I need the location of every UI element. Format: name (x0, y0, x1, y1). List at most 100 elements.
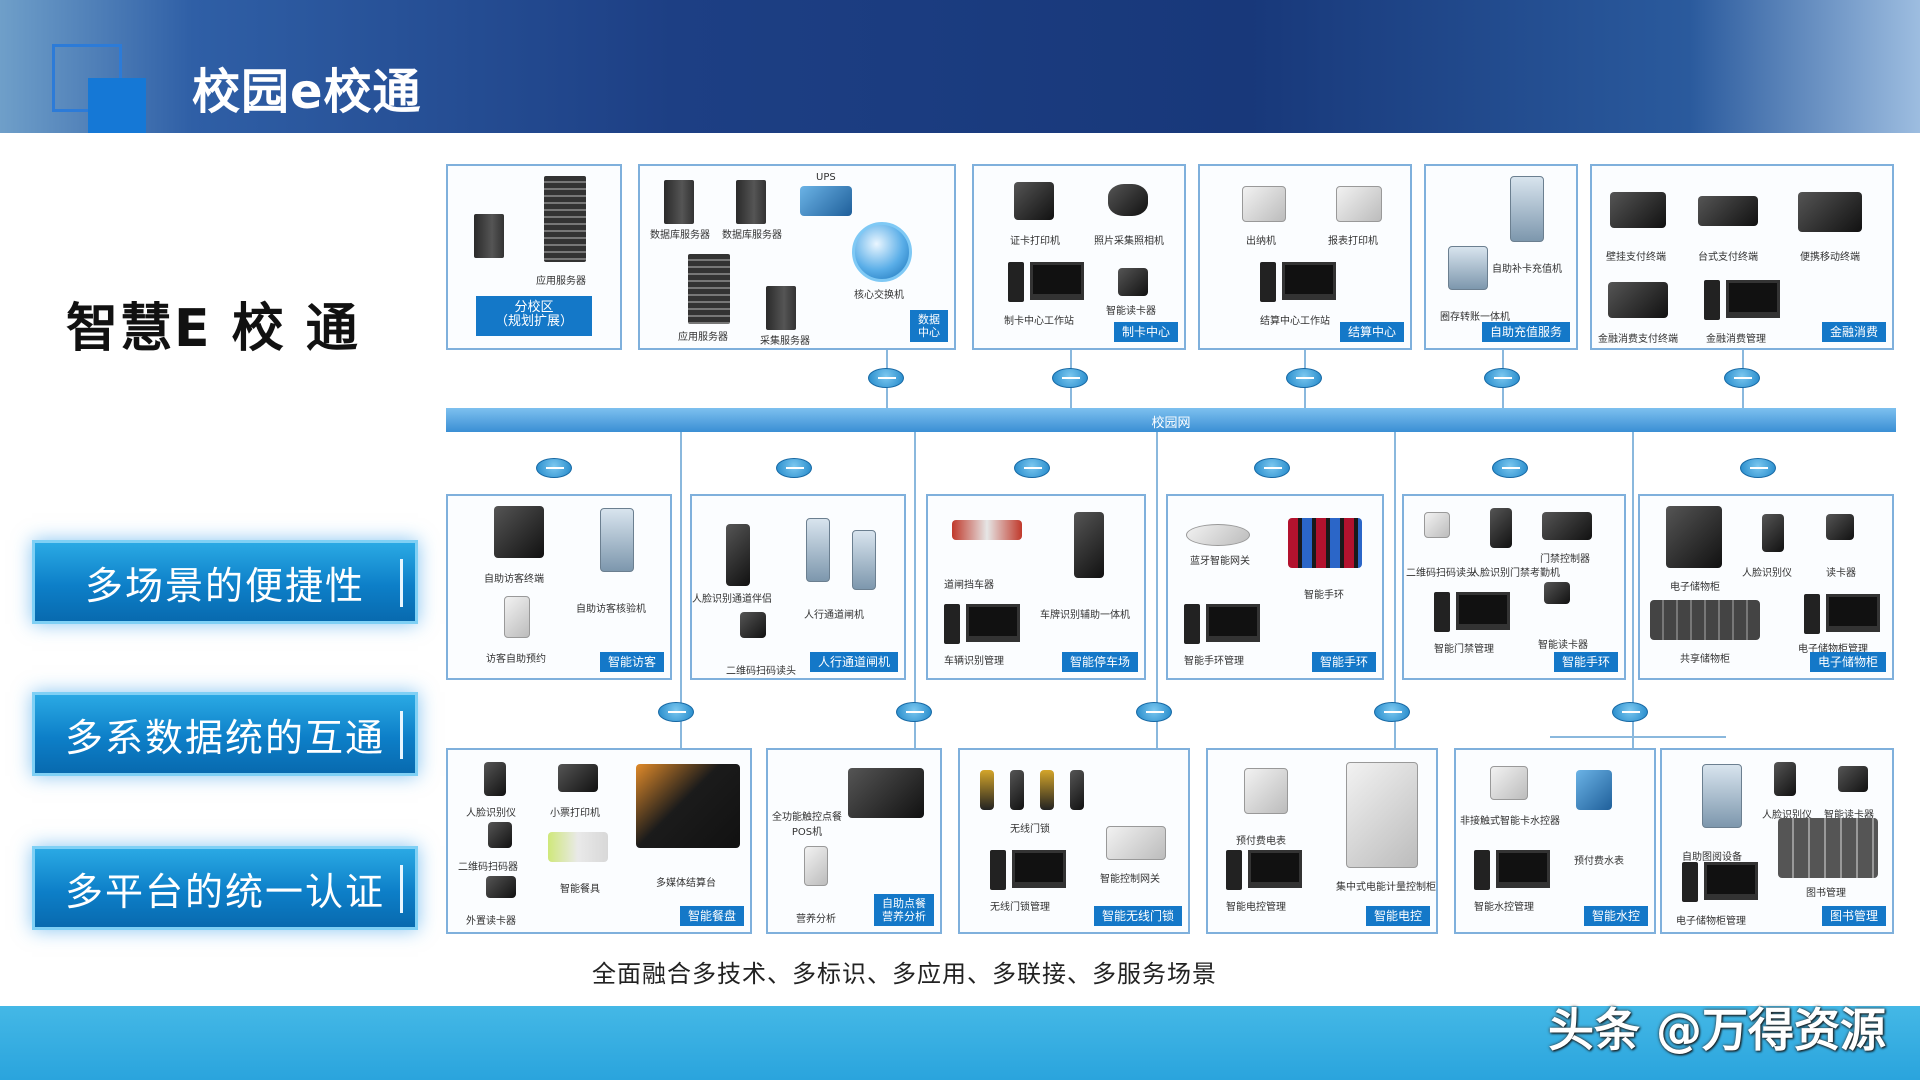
device-label: 访客自助预约 (486, 650, 546, 665)
device-label: 金融消费支付终端 (1598, 330, 1678, 345)
tag-smart-wireless-lock[interactable]: 智能无线门锁 (1094, 906, 1182, 926)
watermark: 头条 @万得资源 (1548, 994, 1886, 1060)
electric-meter-icon (1244, 768, 1288, 814)
device-label: 蓝牙智能网关 (1190, 552, 1250, 567)
device-label: 无线门锁管理 (990, 898, 1050, 913)
transfer-terminal-icon (1448, 246, 1488, 290)
gateway-router-icon (1106, 826, 1166, 860)
device-label: 门禁控制器 (1540, 550, 1590, 565)
door-lock-icon (980, 770, 994, 810)
pc-tower-icon (1704, 280, 1720, 320)
report-printer-icon (1336, 186, 1382, 222)
tag-smart-visitor[interactable]: 智能访客 (600, 652, 664, 672)
device-label: 非接触式智能卡水控器 (1460, 812, 1560, 827)
pc-tower-icon (1804, 594, 1820, 634)
device-label: 结算中心工作站 (1260, 312, 1330, 327)
box-smart-visitor: 自助访客终端 自助访客核验机 访客自助预约 智能访客 (446, 494, 672, 680)
network-diagram: 应用服务器 分校区 （规划扩展） UPS 数据库服务器 数据库服务器 核心交换机… (446, 162, 1896, 932)
server-rack-icon (688, 254, 730, 324)
router-icon (1492, 458, 1528, 478)
device-label: 壁挂支付终端 (1606, 248, 1666, 263)
shared-locker-icon (1650, 600, 1760, 640)
monitor-icon (1496, 850, 1550, 888)
router-icon (776, 458, 812, 478)
router-icon (1724, 368, 1760, 388)
library-kiosk-icon (1702, 764, 1742, 828)
device-label: 智能电控管理 (1226, 898, 1286, 913)
face-terminal-icon (1774, 762, 1796, 796)
monitor-icon (1248, 850, 1302, 888)
server-rack-icon (544, 176, 586, 262)
tag-smart-access[interactable]: 智能手环 (1554, 652, 1618, 672)
monitor-icon (1282, 262, 1336, 300)
power-cabinet-icon (1346, 762, 1418, 868)
box-self-ordering: 全功能触控点餐POS机 营养分析 自助点餐 营养分析 (766, 748, 942, 934)
device-label: 多媒体结算台 (656, 874, 716, 889)
tag-smart-water[interactable]: 智能水控 (1584, 906, 1648, 926)
access-controller-icon (1542, 512, 1592, 540)
pc-tower-icon (1682, 862, 1698, 902)
router-icon (896, 702, 932, 722)
tag-smart-band[interactable]: 智能手环 (1312, 652, 1376, 672)
tag-self-ordering[interactable]: 自助点餐 营养分析 (874, 894, 934, 926)
tag-smart-parking[interactable]: 智能停车场 (1062, 652, 1138, 672)
phone-icon (804, 846, 828, 886)
tag-self-recharge[interactable]: 自助充值服务 (1482, 322, 1570, 342)
router-icon (1612, 702, 1648, 722)
feature-button-interconnect[interactable]: 多系数据统的互通 (32, 692, 418, 776)
device-label: 圈存转账一体机 (1440, 308, 1510, 323)
box-smart-band: 蓝牙智能网关 智能手环 智能手环管理 智能手环 (1166, 494, 1384, 680)
device-label: 台式支付终端 (1698, 248, 1758, 263)
feature-button-convenience[interactable]: 多场景的便捷性 (32, 540, 418, 624)
tag-library[interactable]: 图书管理 (1822, 906, 1886, 926)
router-icon (1014, 458, 1050, 478)
device-label: 数据库服务器 (650, 226, 710, 241)
tag-electronic-locker[interactable]: 电子储物柜 (1810, 652, 1886, 672)
box-electronic-locker: 电子储物柜 人脸识别仪 读卡器 共享储物柜 电子储物柜管理 电子储物柜 (1638, 494, 1894, 680)
qr-scanner-icon (488, 822, 512, 848)
tag-settlement-center[interactable]: 结算中心 (1340, 322, 1404, 342)
card-reader-icon (1118, 268, 1148, 296)
device-label: 外置读卡器 (466, 912, 516, 927)
campus-network-bus: 校园网 (446, 408, 1896, 432)
device-label: 出纳机 (1246, 232, 1276, 247)
tag-financial-consumption[interactable]: 金融消费 (1822, 322, 1886, 342)
card-printer-icon (1014, 182, 1054, 220)
device-label: 智能控制网关 (1100, 870, 1160, 885)
box-data-center: UPS 数据库服务器 数据库服务器 核心交换机 应用服务器 采集服务器 数据 中… (638, 164, 956, 350)
face-terminal-icon (484, 762, 506, 796)
tag-card-center[interactable]: 制卡中心 (1114, 322, 1178, 342)
monitor-icon (966, 604, 1020, 642)
box-library: 人脸识别仪 智能读卡器 自助图阅设备 图书管理 电子储物柜管理 图书管理 (1660, 748, 1894, 934)
cashier-machine-icon (1242, 186, 1286, 222)
feature-button-unified-auth[interactable]: 多平台的统一认证 (32, 846, 418, 930)
tag-smart-plate[interactable]: 智能餐盘 (680, 906, 744, 926)
settlement-table-icon (636, 764, 740, 848)
device-label: 小票打印机 (550, 804, 600, 819)
device-label: 金融消费管理 (1706, 330, 1766, 345)
pc-tower-icon (1474, 850, 1490, 890)
wristband-icon (1288, 518, 1362, 568)
device-label: 智能读卡器 (1538, 636, 1588, 651)
tag-smart-power[interactable]: 智能电控 (1366, 906, 1430, 926)
water-meter-icon (1576, 770, 1612, 810)
tag-data-center[interactable]: 数据 中心 (910, 310, 948, 342)
device-label: 照片采集照相机 (1094, 232, 1164, 247)
pos-terminal-icon (848, 768, 924, 818)
device-label: 智能手环管理 (1184, 652, 1244, 667)
pc-tower-icon (1260, 262, 1276, 302)
device-label: 智能水控管理 (1474, 898, 1534, 913)
server-icon (766, 286, 796, 330)
device-label: 核心交换机 (854, 286, 904, 301)
tag-pedestrian-gate[interactable]: 人行通道闸机 (810, 652, 898, 672)
pc-tower-icon (1184, 604, 1200, 644)
tag-branch-campus[interactable]: 分校区 （规划扩展） (476, 296, 592, 336)
device-label: 自助访客核验机 (576, 600, 646, 615)
kiosk-icon (1510, 176, 1544, 242)
door-lock-icon (1010, 770, 1024, 810)
router-icon (1286, 368, 1322, 388)
device-label: 智能手环 (1304, 586, 1344, 601)
router-icon (868, 368, 904, 388)
monitor-icon (1826, 594, 1880, 632)
box-smart-access: 二维码扫码读头 人脸识别门禁考勤机 门禁控制器 智能门禁管理 智能读卡器 智能手… (1402, 494, 1626, 680)
